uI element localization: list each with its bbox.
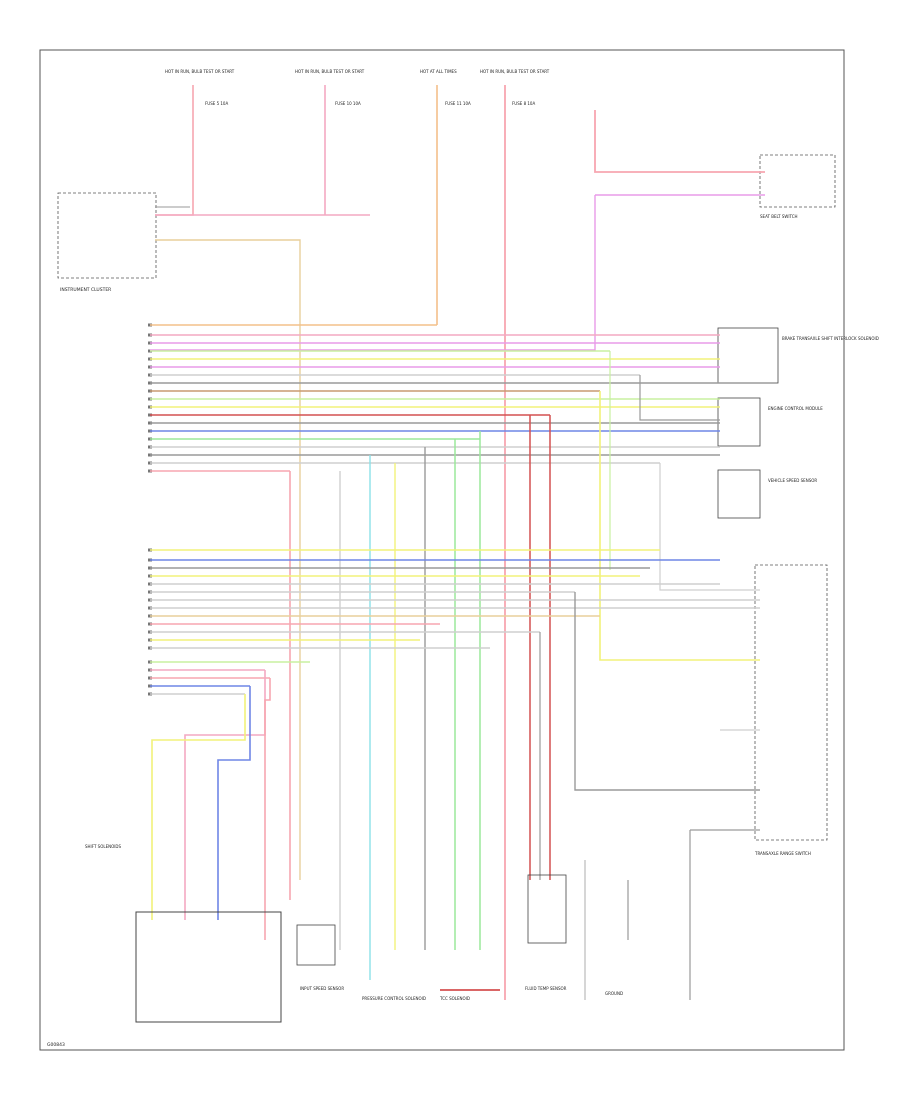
wire-pink-sol [184,670,266,920]
wires [150,85,765,1000]
shift-solenoids-label: SHIFT SOLENOIDS [85,844,122,849]
ground-label: GROUND [605,991,623,996]
vehicle-speed-box [717,469,761,519]
wire-yellow-trs [599,391,760,661]
ecm-box [717,397,761,447]
footer-code: G00843 [47,1042,65,1048]
pressure-control-label: PRESSURE CONTROL SOLENOID [362,996,426,1001]
instrument-cluster-box [57,192,157,279]
fluid-temp-label: FLUID TEMP SENSOR [525,986,567,991]
wire-to-ecm [639,375,720,421]
fuse-label-1: FUSE 5 10A [205,101,228,106]
wire-yellow-sol [151,694,246,920]
brake-switch-box [717,327,779,384]
top-label-1: HOT IN RUN, BULB TEST OR START [165,69,235,74]
seat-belt-switch-box [759,154,836,208]
transaxle-range-box [754,564,828,841]
fuse-label-4: FUSE 8 10A [512,101,535,106]
wire-tan-vertical [155,239,301,880]
diagram-frame [39,49,845,1051]
wire-red-sol [264,678,271,940]
fuse-label-2: FUSE 10 10A [335,101,361,106]
top-label-3: HOT AT ALL TIMES [420,69,457,74]
wire-gray-trs [574,592,760,791]
wire-violet-pin [150,195,596,351]
tft-sensor-box [527,874,567,944]
tcc-solenoid-label: TCC SOLENOID [439,996,470,1001]
input-speed-label: INPUT SPEED SENSOR [300,986,344,991]
transaxle-range-label: TRANSAXLE RANGE SWITCH [754,851,811,856]
iss-box [296,924,336,966]
top-label-2: HOT IN RUN, BULB TEST OR START [295,69,365,74]
fuse-labels: FUSE 5 10A FUSE 10 10A FUSE 11 10A FUSE … [205,101,535,106]
wire-white-trs [659,463,760,591]
seat-belt-label: SEAT BELT SWITCH [760,214,798,219]
wire-seatbelt-top [594,110,765,173]
brake-switch-label: BRAKE TRANSAXLE SHIFT INTERLOCK SOLENOID [782,336,879,341]
top-labels: HOT IN RUN, BULB TEST OR START HOT IN RU… [165,69,550,74]
wire-blue-sol [217,686,251,920]
solenoid-group-box [135,911,282,1023]
fuse-label-3: FUSE 11 10A [445,101,471,106]
ecm-label: ENGINE CONTROL MODULE [768,406,823,411]
instrument-cluster-label: INSTRUMENT CLUSTER [60,287,111,293]
top-label-4: HOT IN RUN, BULB TEST OR START [480,69,550,74]
vehicle-speed-label: VEHICLE SPEED SENSOR [768,478,817,483]
wire-fuse5 [155,85,194,216]
